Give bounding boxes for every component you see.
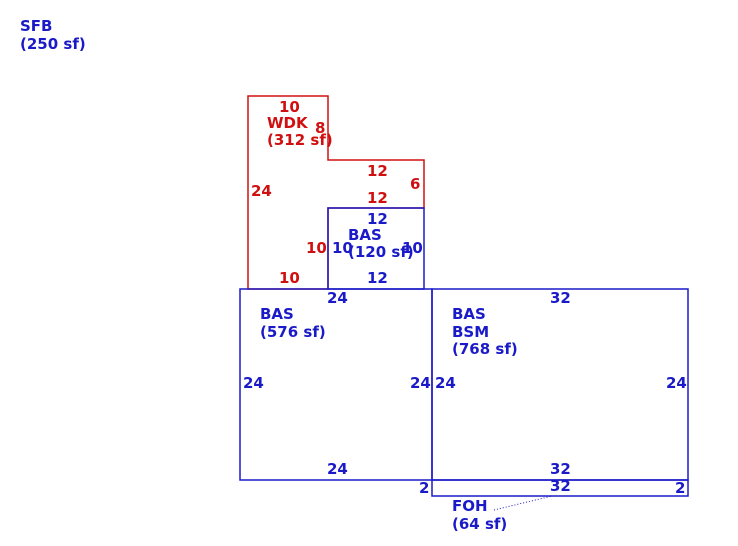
foh-area: (64 sf) [452, 515, 507, 533]
bas-small-dim-top: 12 [367, 210, 388, 228]
bas-left-dim-left: 24 [243, 374, 264, 392]
bas-small-code: BAS [348, 226, 382, 244]
wdk-dim-bottom-top: 12 [367, 189, 388, 207]
wdk-code: WDK [267, 114, 309, 132]
foh-outline [431, 479, 689, 497]
wdk-dim-step-top: 12 [367, 162, 388, 180]
bas-right-dim-top: 32 [550, 289, 571, 307]
foh-code: FOH [452, 497, 488, 515]
bas-right-code: BAS [452, 305, 486, 323]
foh-leader-line [493, 495, 553, 511]
bas-small-area: (120 sf) [348, 243, 414, 261]
wdk-dim-left: 24 [251, 182, 272, 200]
foh-dim-top: 32 [550, 477, 571, 495]
bas-left-dim-lower-right: 2 [419, 479, 429, 497]
wdk-dim-top: 10 [279, 98, 300, 116]
wdk-area: (312 sf) [267, 131, 333, 149]
wdk-dim-bottom: 10 [279, 269, 300, 287]
bas-right-dim-right: 24 [666, 374, 687, 392]
wdk-dim-step-side: 8 [315, 119, 325, 137]
wdk-dim-right: 6 [410, 175, 420, 193]
bas-left-dim-bottom: 24 [327, 460, 348, 478]
wdk-dim-inner-left: 10 [306, 239, 327, 257]
bas-right-code2: BSM [452, 323, 489, 341]
bas-small-dim-right: 10 [402, 239, 423, 257]
sfb-code: SFB [20, 17, 52, 35]
bas-left-dim-top: 24 [327, 289, 348, 307]
sfb-area: (250 sf) [20, 35, 86, 53]
bas-right-dim-left: 24 [435, 374, 456, 392]
bas-right-dim-bottom: 32 [550, 460, 571, 478]
bas-left-code: BAS [260, 305, 294, 323]
bas-right-area: (768 sf) [452, 340, 518, 358]
bas-left-dim-right: 24 [410, 374, 431, 392]
bas-small-dim-left: 10 [332, 239, 353, 257]
foh-dim-right: 2 [675, 479, 685, 497]
bas-small-dim-bottom: 12 [367, 269, 388, 287]
bas-left-area: (576 sf) [260, 323, 326, 341]
